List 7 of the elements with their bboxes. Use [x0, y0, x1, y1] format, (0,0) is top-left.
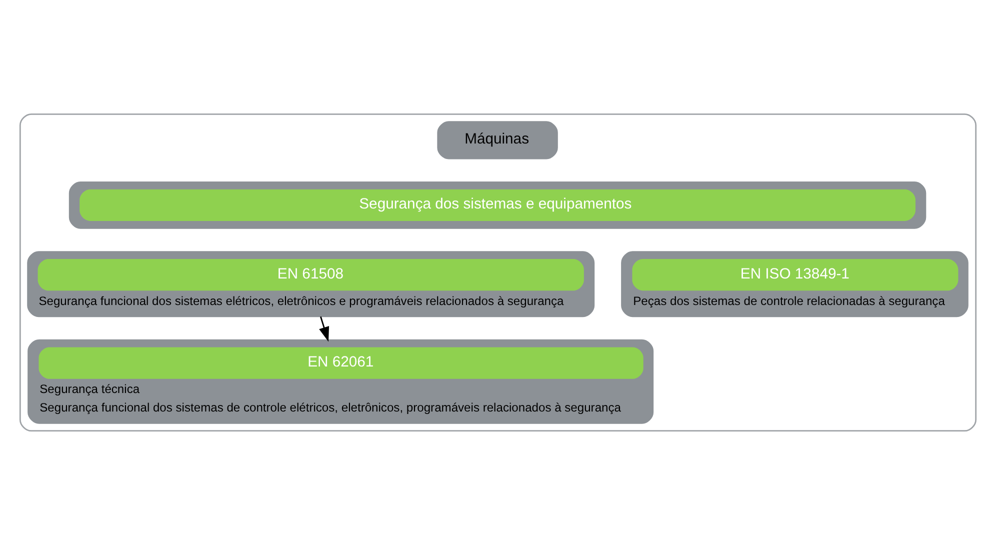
node-box: EN 61508 Segurança funcional dos sistemas elétricos, eletrônicos e programáveis relacionados à segurança: [27, 251, 595, 318]
node-box: EN 62061 Segurança técnica Segurança funcional dos sistemas de controle elétricos, eletrônicos, programáveis relacionados à segurança: [28, 339, 654, 424]
node-box: Máquinas: [437, 121, 558, 160]
cluster: [19, 113, 977, 432]
node-box: EN ISO 13849-1 Peças dos sistemas de controle relacionadas à segurança: [621, 251, 968, 318]
arrow: [319, 316, 330, 342]
node-box: Segurança dos sistemas e equipamentos: [68, 181, 926, 229]
